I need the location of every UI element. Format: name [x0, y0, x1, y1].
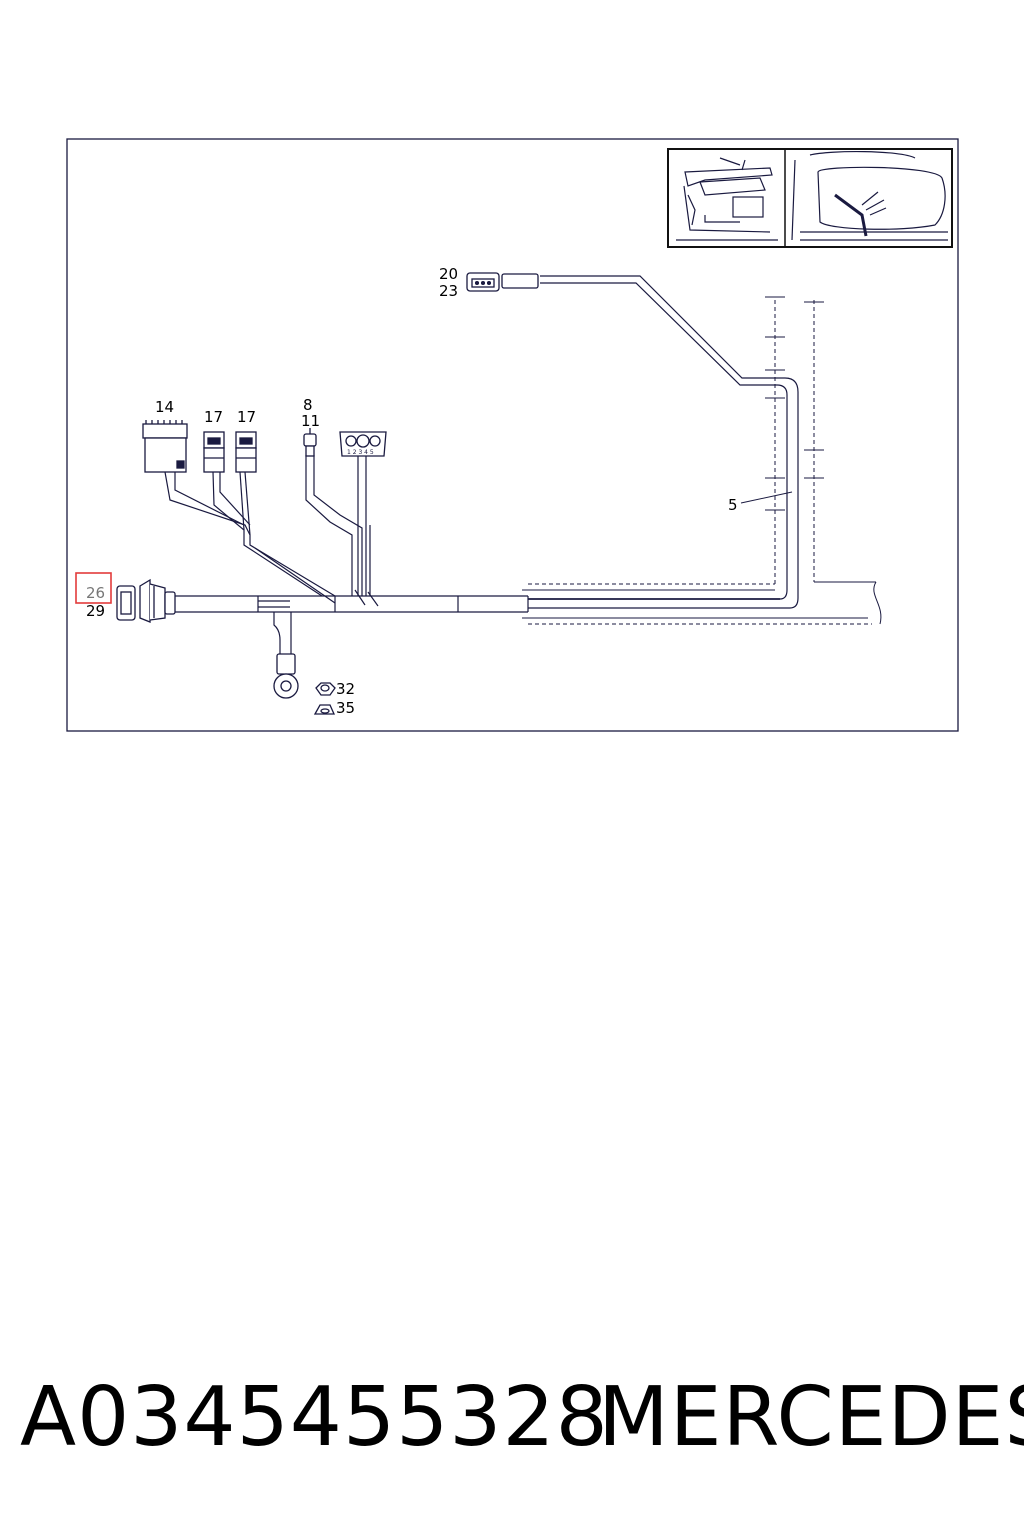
wiper-arm-view-icon — [791, 150, 948, 241]
connector-pin-label: 1 2 3 4 5 — [347, 449, 374, 456]
connector-8-11 — [303, 428, 317, 457]
diagram-frame — [66, 138, 959, 732]
callout-26: 26 — [86, 584, 105, 602]
part-number: A0345455328 — [20, 1370, 609, 1465]
callout-14: 14 — [155, 398, 174, 416]
callout-35: 35 — [336, 699, 355, 717]
connector-20-23 — [466, 272, 539, 292]
callout-17a: 17 — [204, 408, 223, 426]
callout-23: 23 — [439, 282, 458, 300]
clip-icon — [313, 704, 336, 715]
connector-17a — [203, 431, 225, 473]
car-top-view-icon — [676, 157, 778, 241]
connector-26-29 — [116, 578, 176, 623]
nut-icon — [315, 682, 336, 696]
callout-17b: 17 — [237, 408, 256, 426]
connector-5-pin: 1 2 3 4 5 — [339, 431, 387, 457]
brand-name: MERCEDES — [598, 1370, 1024, 1465]
harness-trunk — [164, 275, 799, 654]
callout-26-highlight — [75, 572, 112, 604]
connector-17b — [235, 431, 257, 473]
dimension-lines — [522, 296, 882, 625]
callout-29: 29 — [86, 602, 105, 620]
callout-5-leader — [740, 491, 793, 504]
callout-8: 8 — [303, 396, 313, 414]
connector-14 — [142, 420, 188, 473]
location-inset — [667, 148, 953, 248]
callout-32: 32 — [336, 680, 355, 698]
ring-terminal-icon — [273, 653, 299, 699]
callout-11: 11 — [301, 412, 320, 430]
callout-20: 20 — [439, 265, 458, 283]
callout-5: 5 — [728, 496, 738, 514]
